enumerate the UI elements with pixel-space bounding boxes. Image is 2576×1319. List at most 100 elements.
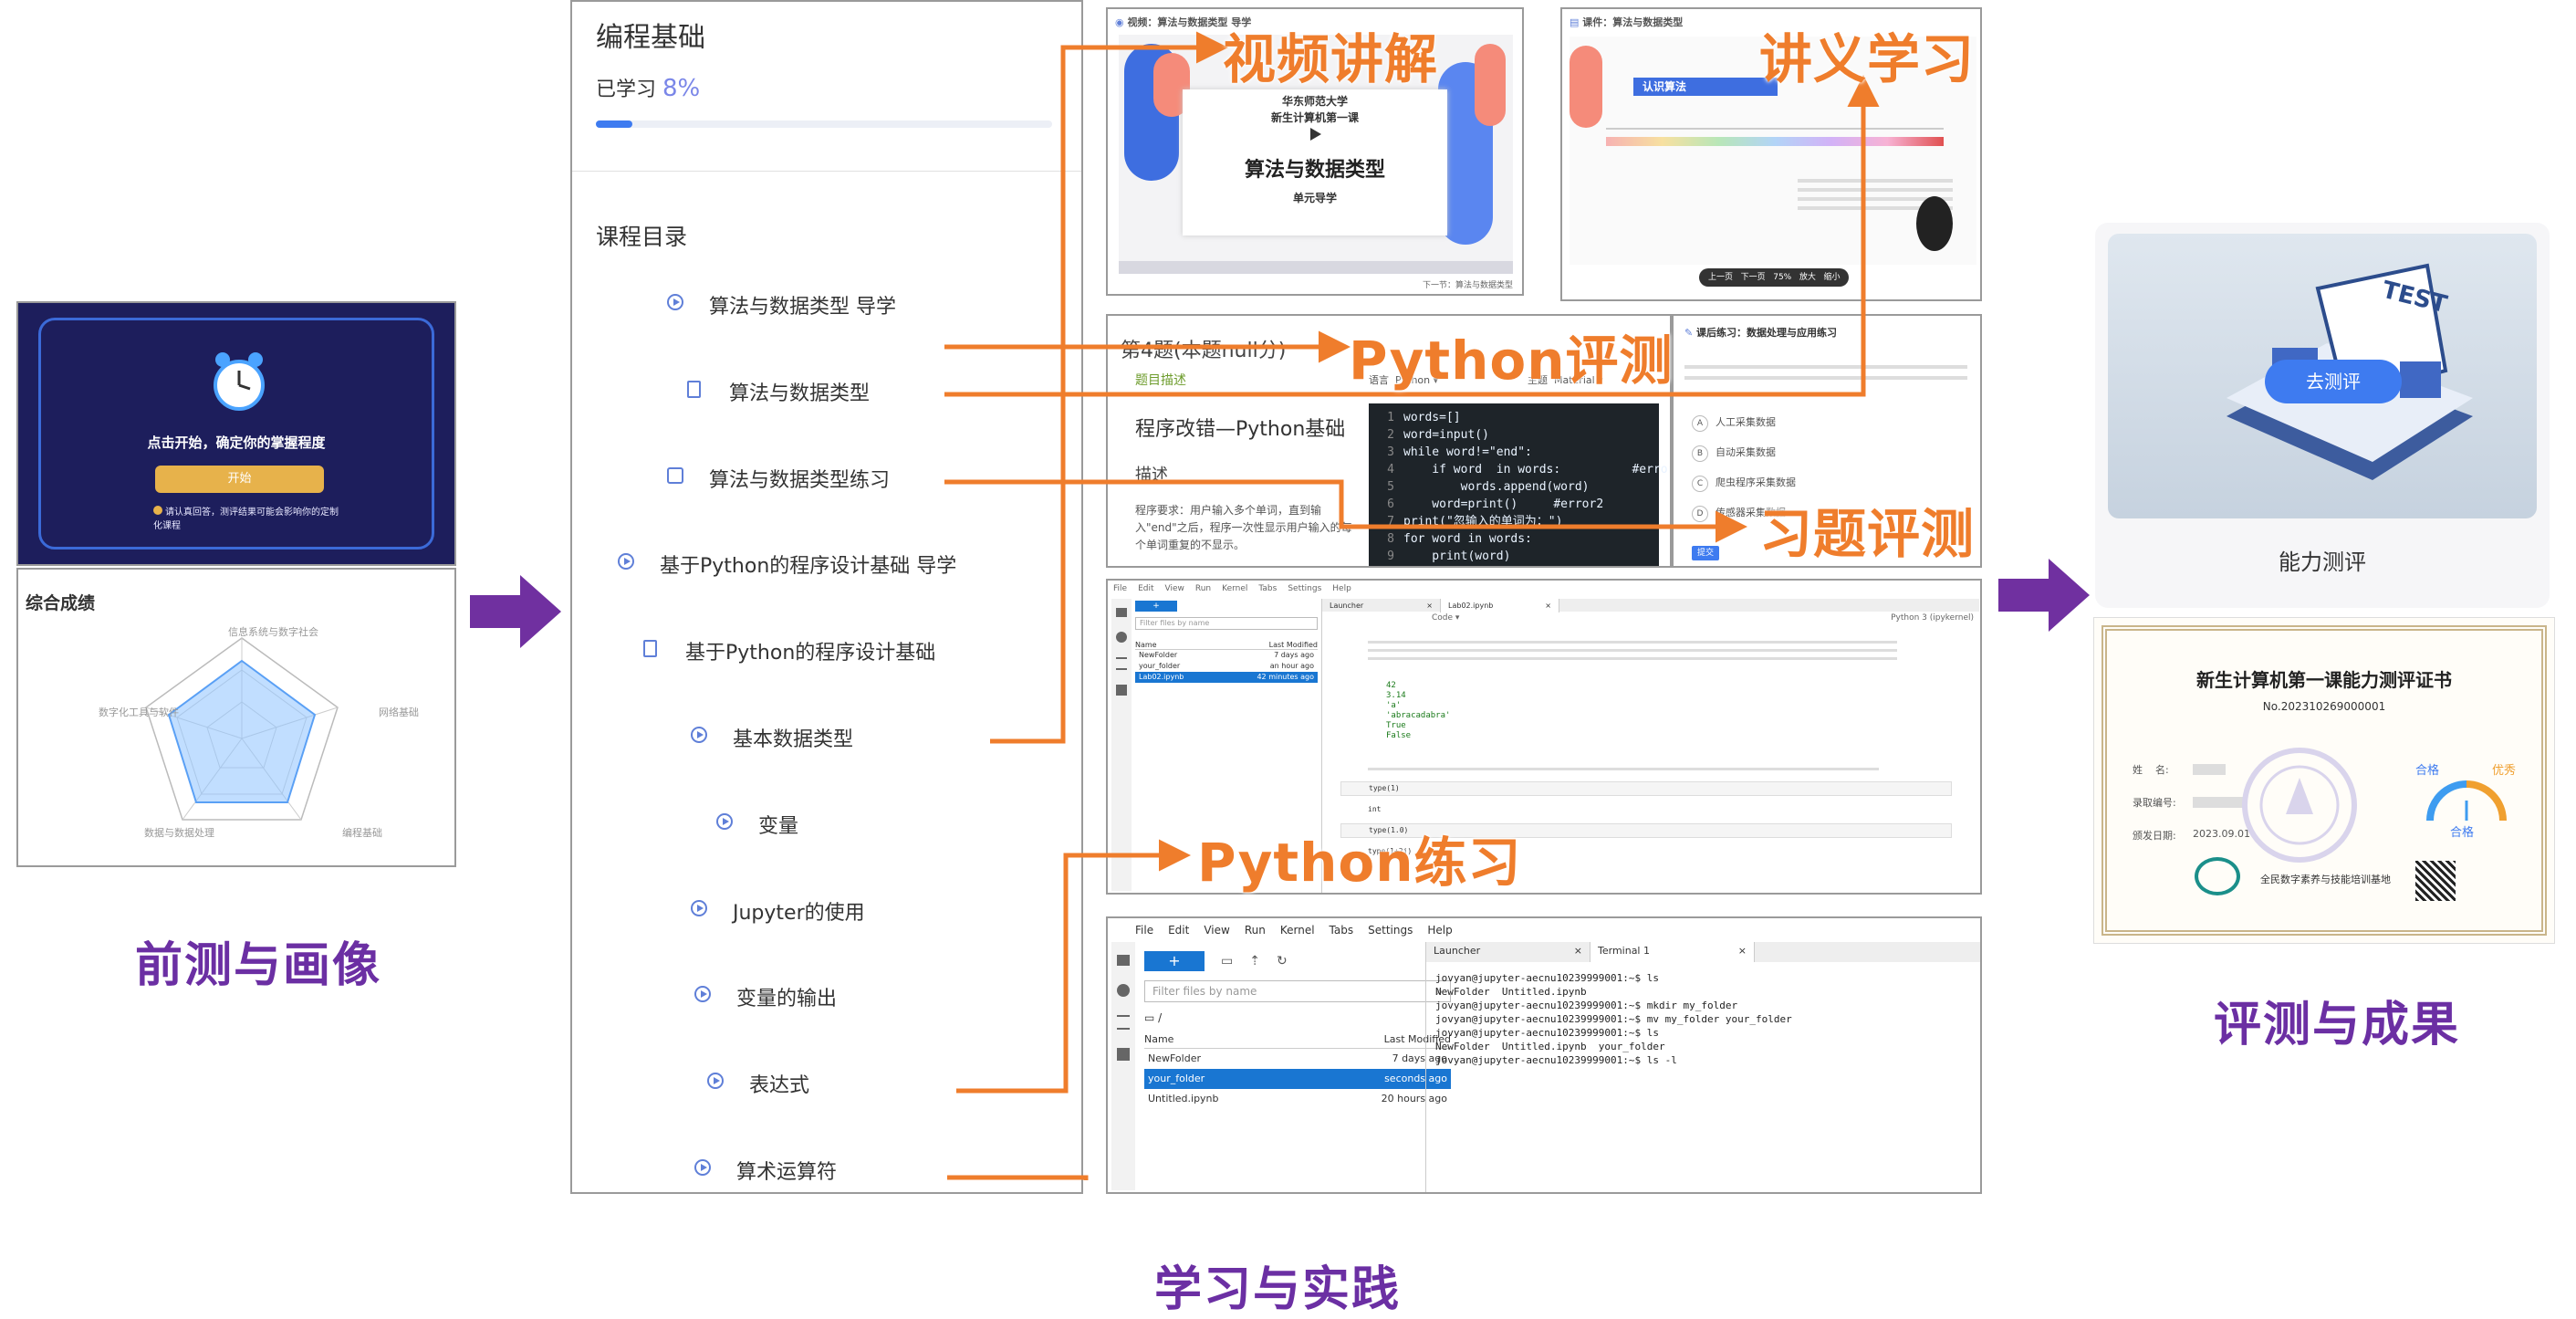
play-icon[interactable] [1310, 128, 1321, 141]
toc-item[interactable]: 表达式 [749, 1074, 810, 1098]
refresh-icon[interactable]: ↻ [1276, 954, 1288, 968]
close-icon[interactable]: × [1426, 602, 1433, 610]
col-modified-2[interactable]: Last Modified [1383, 1033, 1451, 1045]
theme-select[interactable]: 主题 Material ▾ [1528, 374, 1603, 386]
play-circle-icon [618, 553, 634, 571]
close-icon[interactable]: × [1545, 602, 1551, 610]
toc-item[interactable]: Jupyter的使用 [733, 901, 865, 925]
language-select[interactable]: 语言 Python ▾ [1369, 374, 1439, 386]
menu-view[interactable]: View [1204, 924, 1230, 937]
kernel-status[interactable]: Python 3 (ipykernel) [1891, 613, 1974, 623]
tab-1[interactable]: Terminal 1 × [1590, 942, 1755, 962]
menu-file[interactable]: File [1135, 924, 1154, 937]
video-next-link[interactable]: 下一节：算法与数据类型 [1422, 281, 1513, 290]
card-border [38, 318, 434, 550]
file-name: your_folder [1148, 1073, 1205, 1084]
toc-item[interactable]: 变量的输出 [736, 988, 838, 1011]
video-screen[interactable]: 华东师范大学 新生计算机第一课 算法与数据类型 单元导学 [1119, 35, 1513, 274]
toc-item[interactable]: 变量 [758, 814, 799, 838]
start-button[interactable]: 开始 [155, 466, 324, 493]
cell-type-select[interactable]: Code ▾ [1432, 613, 1460, 623]
close-icon[interactable]: × [1573, 945, 1582, 957]
video-controls[interactable] [1119, 261, 1513, 274]
menu-settings[interactable]: Settings [1288, 584, 1322, 593]
running-icon[interactable] [1116, 632, 1127, 643]
slide-course: 新生计算机第一课 [1270, 111, 1359, 124]
prev-page-button[interactable]: 上一页 [1708, 273, 1734, 282]
notebook-cell[interactable]: type(1+2j) [1368, 847, 1413, 855]
menu-kernel[interactable]: Kernel [1279, 924, 1315, 937]
toc-item[interactable]: 算法与数据类型 [729, 382, 871, 405]
menu-run[interactable]: Run [1194, 584, 1212, 593]
toc-item[interactable]: 算术运算符 [736, 1161, 838, 1184]
radar-axis-2: 网络基础 [379, 707, 419, 718]
handout-nav: 上一页 下一页 75% 放大 缩小 [1699, 268, 1850, 287]
new-folder-icon[interactable]: ▭ [1221, 954, 1234, 968]
radar-card: 综合成绩 信息系统与数字社会 网络基础 编程基础 数据与数据处理 数字化工具与软… [16, 568, 456, 867]
ability-illustration: TEST 去测评 [2108, 234, 2537, 518]
menu-settings[interactable]: Settings [1368, 924, 1413, 937]
tab-0[interactable]: Launcher × [1426, 942, 1590, 962]
col-name-2[interactable]: Name [1144, 1033, 1174, 1045]
menu-edit[interactable]: Edit [1168, 924, 1190, 937]
commands-icon-2[interactable] [1117, 1015, 1130, 1030]
grade-pass-label: 合格 [2415, 764, 2440, 778]
qr-code[interactable] [2415, 861, 2456, 901]
menu-tabs[interactable]: Tabs [1329, 924, 1354, 937]
menu-edit[interactable]: Edit [1138, 584, 1154, 593]
breadcrumb[interactable]: ▭ / [1144, 1011, 1163, 1024]
running-icon-2[interactable] [1117, 984, 1130, 997]
course-panel: 编程基础 已学习 8% 课程目录 算法与数据类型 导学算法与数据类型算法与数据类… [570, 0, 1083, 1194]
menu-run[interactable]: Run [1244, 924, 1266, 937]
zoom-in-button[interactable]: 放大 [1799, 273, 1816, 282]
toc-item[interactable]: 基本数据类型 [733, 728, 854, 751]
tab-description[interactable]: 题目描述 [1135, 373, 1186, 388]
col-modified[interactable]: Last Modified [1268, 641, 1318, 649]
folder-icon[interactable] [1116, 608, 1127, 617]
folder-icon-2[interactable] [1117, 955, 1130, 966]
notebook-cell[interactable]: type(1) [1340, 781, 1952, 796]
toc-item[interactable]: 算法与数据类型 导学 [709, 296, 896, 319]
toc-item[interactable]: 基于Python的程序设计基础 导学 [660, 555, 957, 579]
go-assess-button[interactable]: 去测评 [2265, 360, 2402, 403]
upload-icon[interactable]: ⇡ [1249, 954, 1260, 968]
menu-view[interactable]: View [1164, 584, 1184, 593]
tab-1[interactable]: Lab02.ipynb × [1441, 599, 1559, 612]
menu-tabs[interactable]: Tabs [1258, 584, 1278, 593]
new-launcher-button[interactable]: + [1135, 601, 1177, 612]
close-icon[interactable]: × [1737, 945, 1747, 957]
extension-icon[interactable] [1116, 685, 1127, 696]
menu-kernel[interactable]: Kernel [1222, 584, 1248, 593]
col-name[interactable]: Name [1135, 641, 1157, 649]
notebook-cell[interactable]: type(1.0) [1340, 823, 1952, 838]
toc-item[interactable]: 算法与数据类型练习 [709, 468, 891, 492]
label-learn: 学习与实践 [1154, 1262, 1402, 1317]
extension-icon-2[interactable] [1117, 1048, 1130, 1061]
menu-file[interactable]: File [1113, 584, 1128, 593]
menu-help[interactable]: Help [1332, 584, 1351, 593]
tab-0[interactable]: Launcher × [1322, 599, 1441, 612]
file-filter-input-2[interactable]: Filter files by name⌕ [1144, 980, 1451, 1002]
zoom-out-button[interactable]: 缩小 [1823, 273, 1841, 282]
commands-icon[interactable] [1116, 657, 1127, 670]
toc-item[interactable]: 基于Python的程序设计基础 [685, 642, 936, 665]
new-launcher-button-2[interactable]: + [1144, 951, 1205, 971]
submit-button[interactable]: 提交 [1692, 546, 1719, 560]
menu-help[interactable]: Help [1427, 924, 1453, 937]
file-filter-input[interactable]: Filter files by name [1135, 617, 1318, 630]
notebook-cell[interactable]: int [1368, 805, 1382, 813]
next-page-button[interactable]: 下一页 [1740, 273, 1766, 282]
play-circle-icon: ◉ [1115, 16, 1128, 28]
